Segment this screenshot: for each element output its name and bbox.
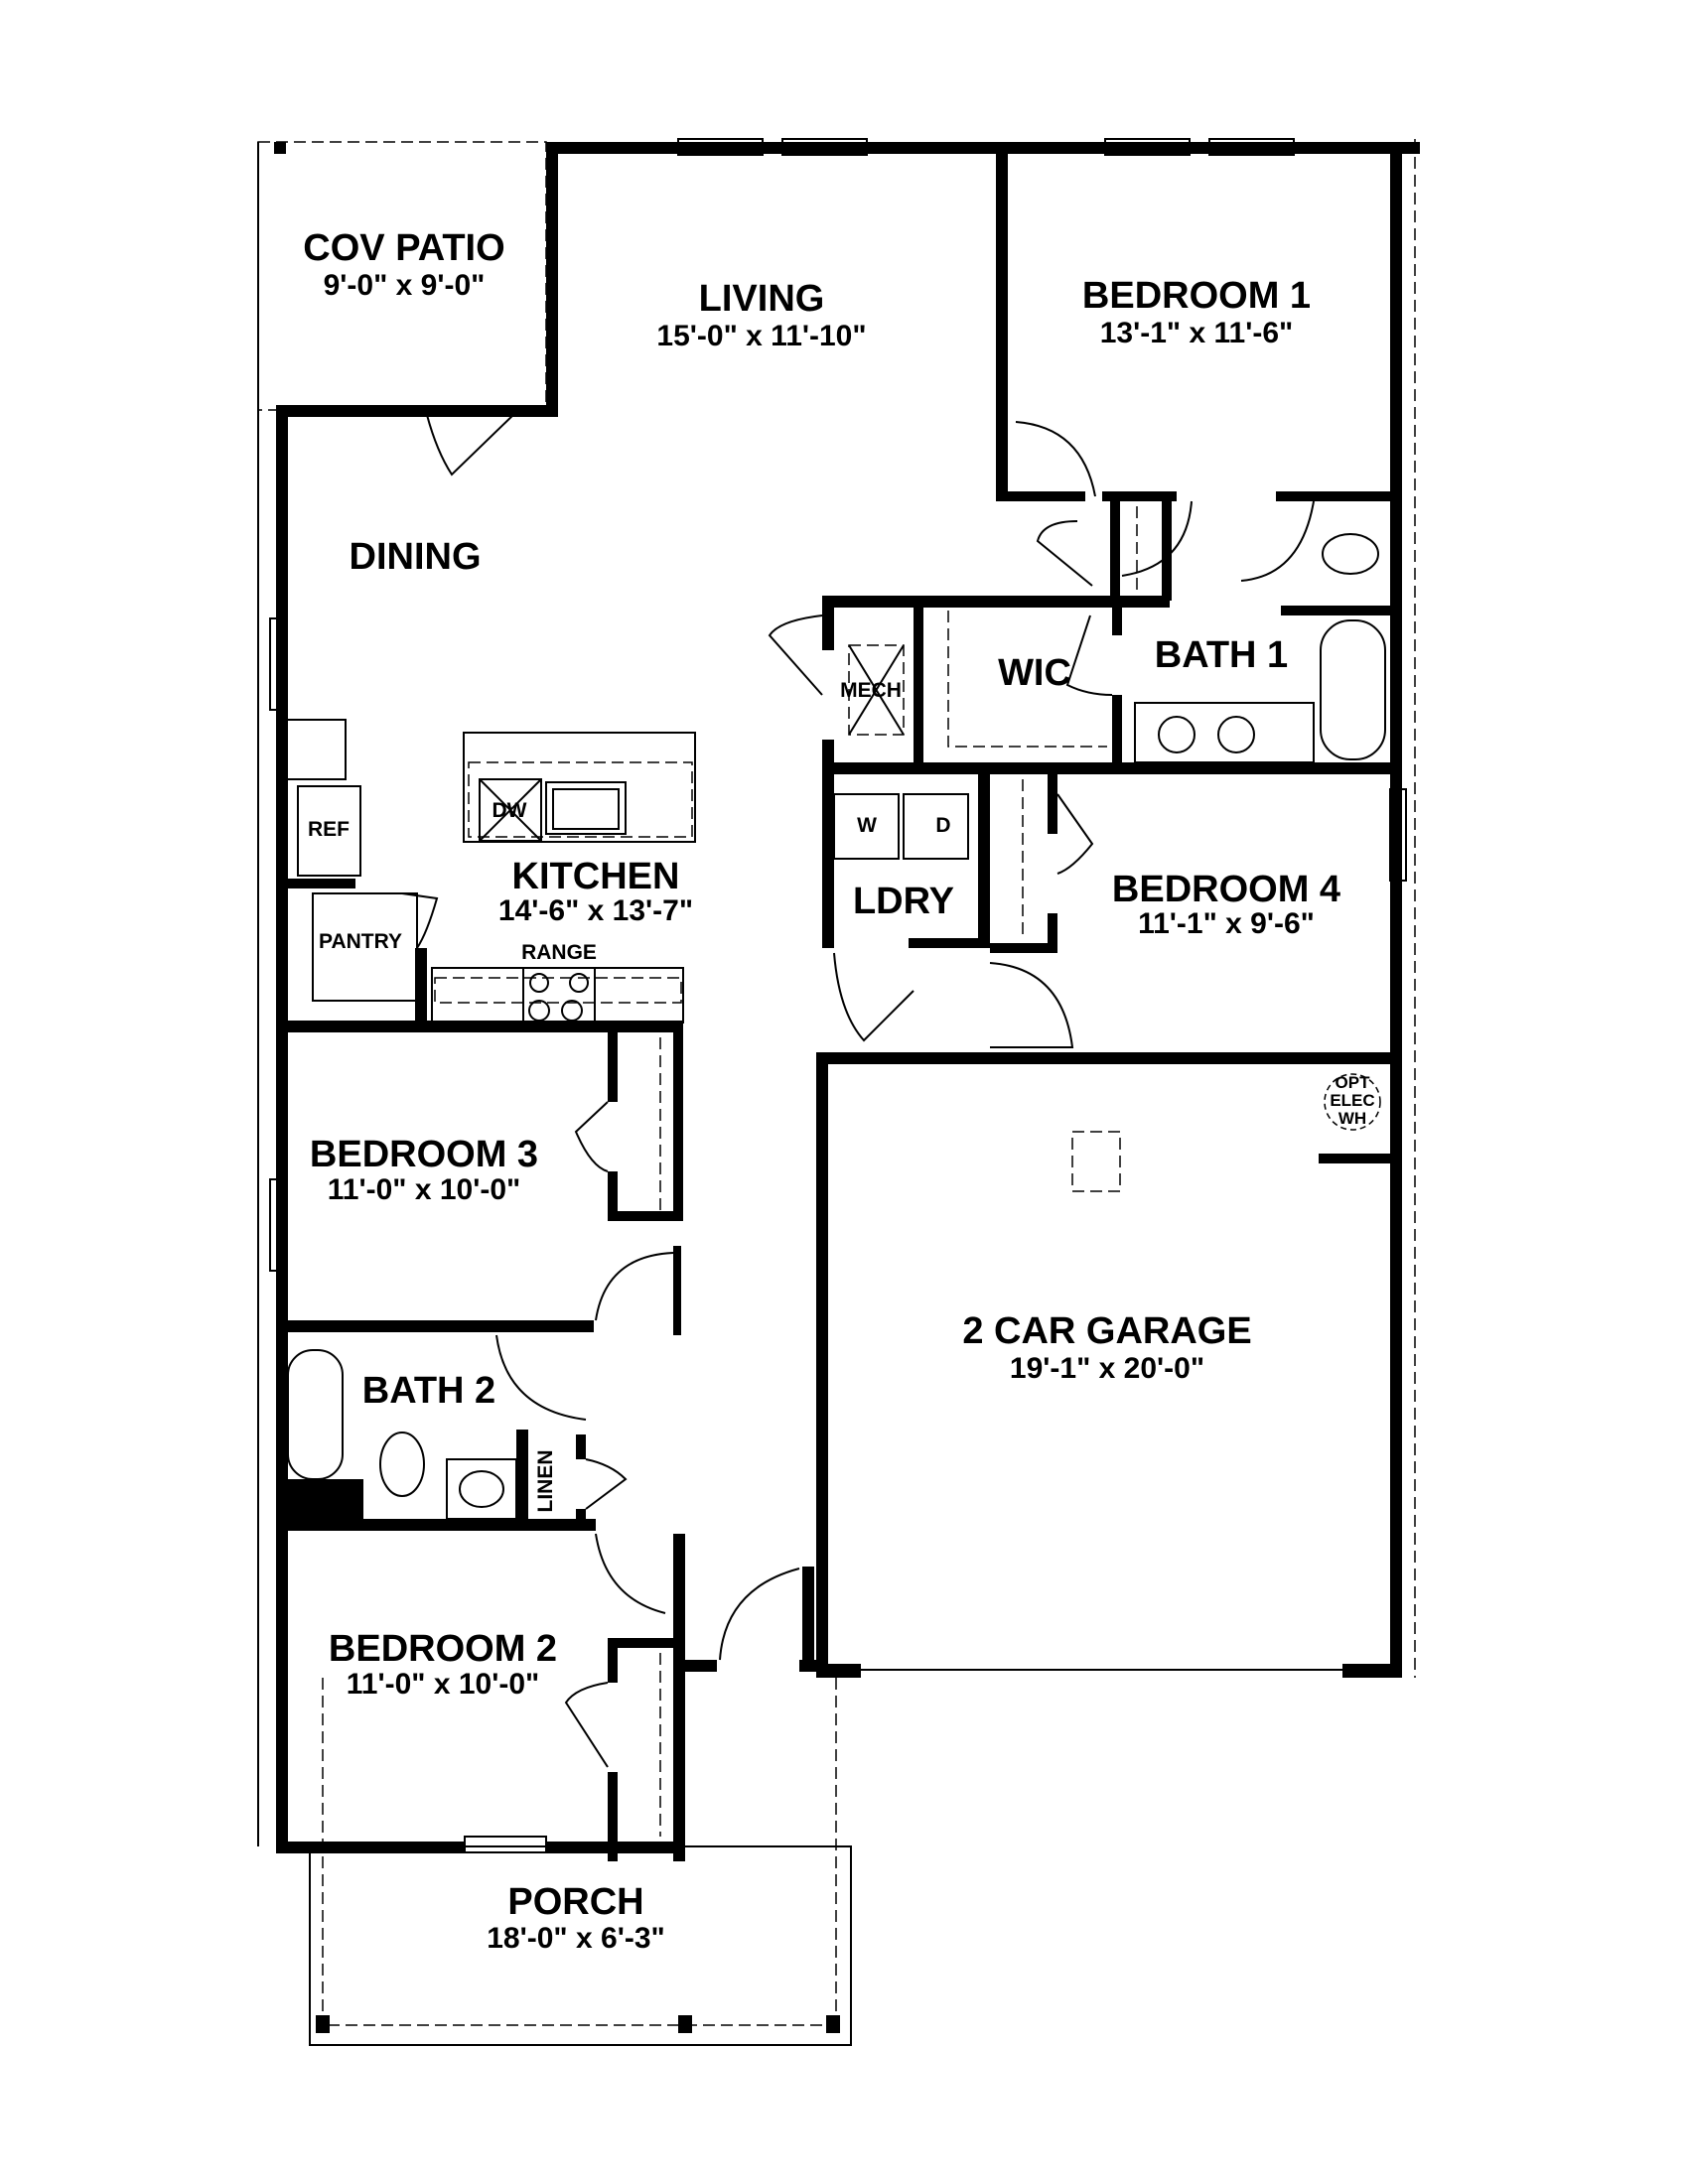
covered-patio-outline bbox=[257, 141, 547, 1846]
svg-text:WH: WH bbox=[1338, 1109, 1366, 1128]
fixture-label-pantry: PANTRY bbox=[319, 930, 402, 953]
room-label-bedroom-4: BEDROOM 4 11'-1" x 9'-6" bbox=[1112, 869, 1340, 940]
room-label-bedroom-2: BEDROOM 2 11'-0" x 10'-0" bbox=[329, 1628, 557, 1701]
room-label-garage: 2 CAR GARAGE 19'-1" x 20'-0" bbox=[962, 1310, 1251, 1385]
svg-text:11'-0" x 10'-0": 11'-0" x 10'-0" bbox=[328, 1173, 521, 1206]
room-label-living: LIVING 15'-0" x 11'-10" bbox=[656, 278, 866, 352]
room-label-bath-1: BATH 1 bbox=[1155, 634, 1288, 676]
svg-text:BEDROOM 4: BEDROOM 4 bbox=[1112, 869, 1340, 910]
fixture-label-dryer: D bbox=[935, 814, 950, 837]
svg-text:ELEC: ELEC bbox=[1330, 1091, 1374, 1110]
svg-text:DINING: DINING bbox=[350, 536, 482, 578]
room-label-porch: PORCH 18'-0" x 6'-3" bbox=[487, 1881, 664, 1955]
water-heater-label: OPT ELEC WH bbox=[1330, 1073, 1374, 1128]
svg-text:LIVING: LIVING bbox=[699, 278, 825, 320]
walls bbox=[274, 142, 1420, 1861]
fixture-label-ref: REF bbox=[308, 818, 350, 841]
fixture-label-washer: W bbox=[857, 814, 877, 837]
svg-text:11'-1" x 9'-6": 11'-1" x 9'-6" bbox=[1138, 907, 1315, 940]
svg-text:2 CAR GARAGE: 2 CAR GARAGE bbox=[962, 1310, 1251, 1352]
svg-text:18'-0" x 6'-3": 18'-0" x 6'-3" bbox=[487, 1922, 664, 1955]
svg-text:BEDROOM 1: BEDROOM 1 bbox=[1082, 275, 1311, 317]
svg-text:MECH: MECH bbox=[840, 679, 902, 702]
svg-text:BEDROOM 3: BEDROOM 3 bbox=[310, 1134, 538, 1175]
room-label-wic: WIC bbox=[998, 652, 1071, 694]
svg-text:13'-1" x 11'-6": 13'-1" x 11'-6" bbox=[1100, 317, 1294, 349]
svg-text:PORCH: PORCH bbox=[507, 1881, 643, 1923]
svg-text:OPT: OPT bbox=[1336, 1073, 1371, 1092]
room-label-kitchen: KITCHEN 14'-6" x 13'-7" bbox=[498, 856, 693, 927]
svg-text:19'-1" x 20'-0": 19'-1" x 20'-0" bbox=[1010, 1352, 1204, 1385]
svg-text:WIC: WIC bbox=[998, 652, 1071, 694]
doors bbox=[401, 411, 1315, 1768]
svg-text:LDRY: LDRY bbox=[853, 881, 954, 922]
room-label-cov-patio: COV PATIO 9'-0" x 9'-0" bbox=[303, 227, 504, 302]
fixtures bbox=[285, 506, 1386, 1837]
svg-text:14'-6" x 13'-7": 14'-6" x 13'-7" bbox=[498, 894, 693, 927]
svg-text:11'-0" x 10'-0": 11'-0" x 10'-0" bbox=[347, 1668, 540, 1701]
svg-text:BATH 1: BATH 1 bbox=[1155, 634, 1288, 676]
svg-text:9'-0" x 9'-0": 9'-0" x 9'-0" bbox=[324, 269, 486, 302]
room-label-bath-2: BATH 2 bbox=[362, 1370, 495, 1412]
fixture-label-range: RANGE bbox=[521, 941, 597, 964]
svg-text:KITCHEN: KITCHEN bbox=[512, 856, 680, 897]
fixture-label-linen: LINEN bbox=[534, 1450, 557, 1513]
room-label-ldry: LDRY bbox=[853, 881, 954, 922]
svg-text:COV PATIO: COV PATIO bbox=[303, 227, 504, 269]
fixture-label-dw: DW bbox=[492, 799, 527, 822]
room-label-bedroom-1: BEDROOM 1 13'-1" x 11'-6" bbox=[1082, 275, 1311, 349]
room-label-dining: DINING bbox=[350, 536, 482, 578]
room-label-mech: MECH bbox=[840, 679, 902, 702]
svg-text:BATH 2: BATH 2 bbox=[362, 1370, 495, 1412]
svg-text:BEDROOM 2: BEDROOM 2 bbox=[329, 1628, 557, 1670]
room-label-bedroom-3: BEDROOM 3 11'-0" x 10'-0" bbox=[310, 1134, 538, 1206]
svg-text:15'-0" x 11'-10": 15'-0" x 11'-10" bbox=[656, 320, 866, 352]
porch-outline bbox=[309, 1678, 852, 2046]
windows bbox=[269, 138, 1407, 1853]
